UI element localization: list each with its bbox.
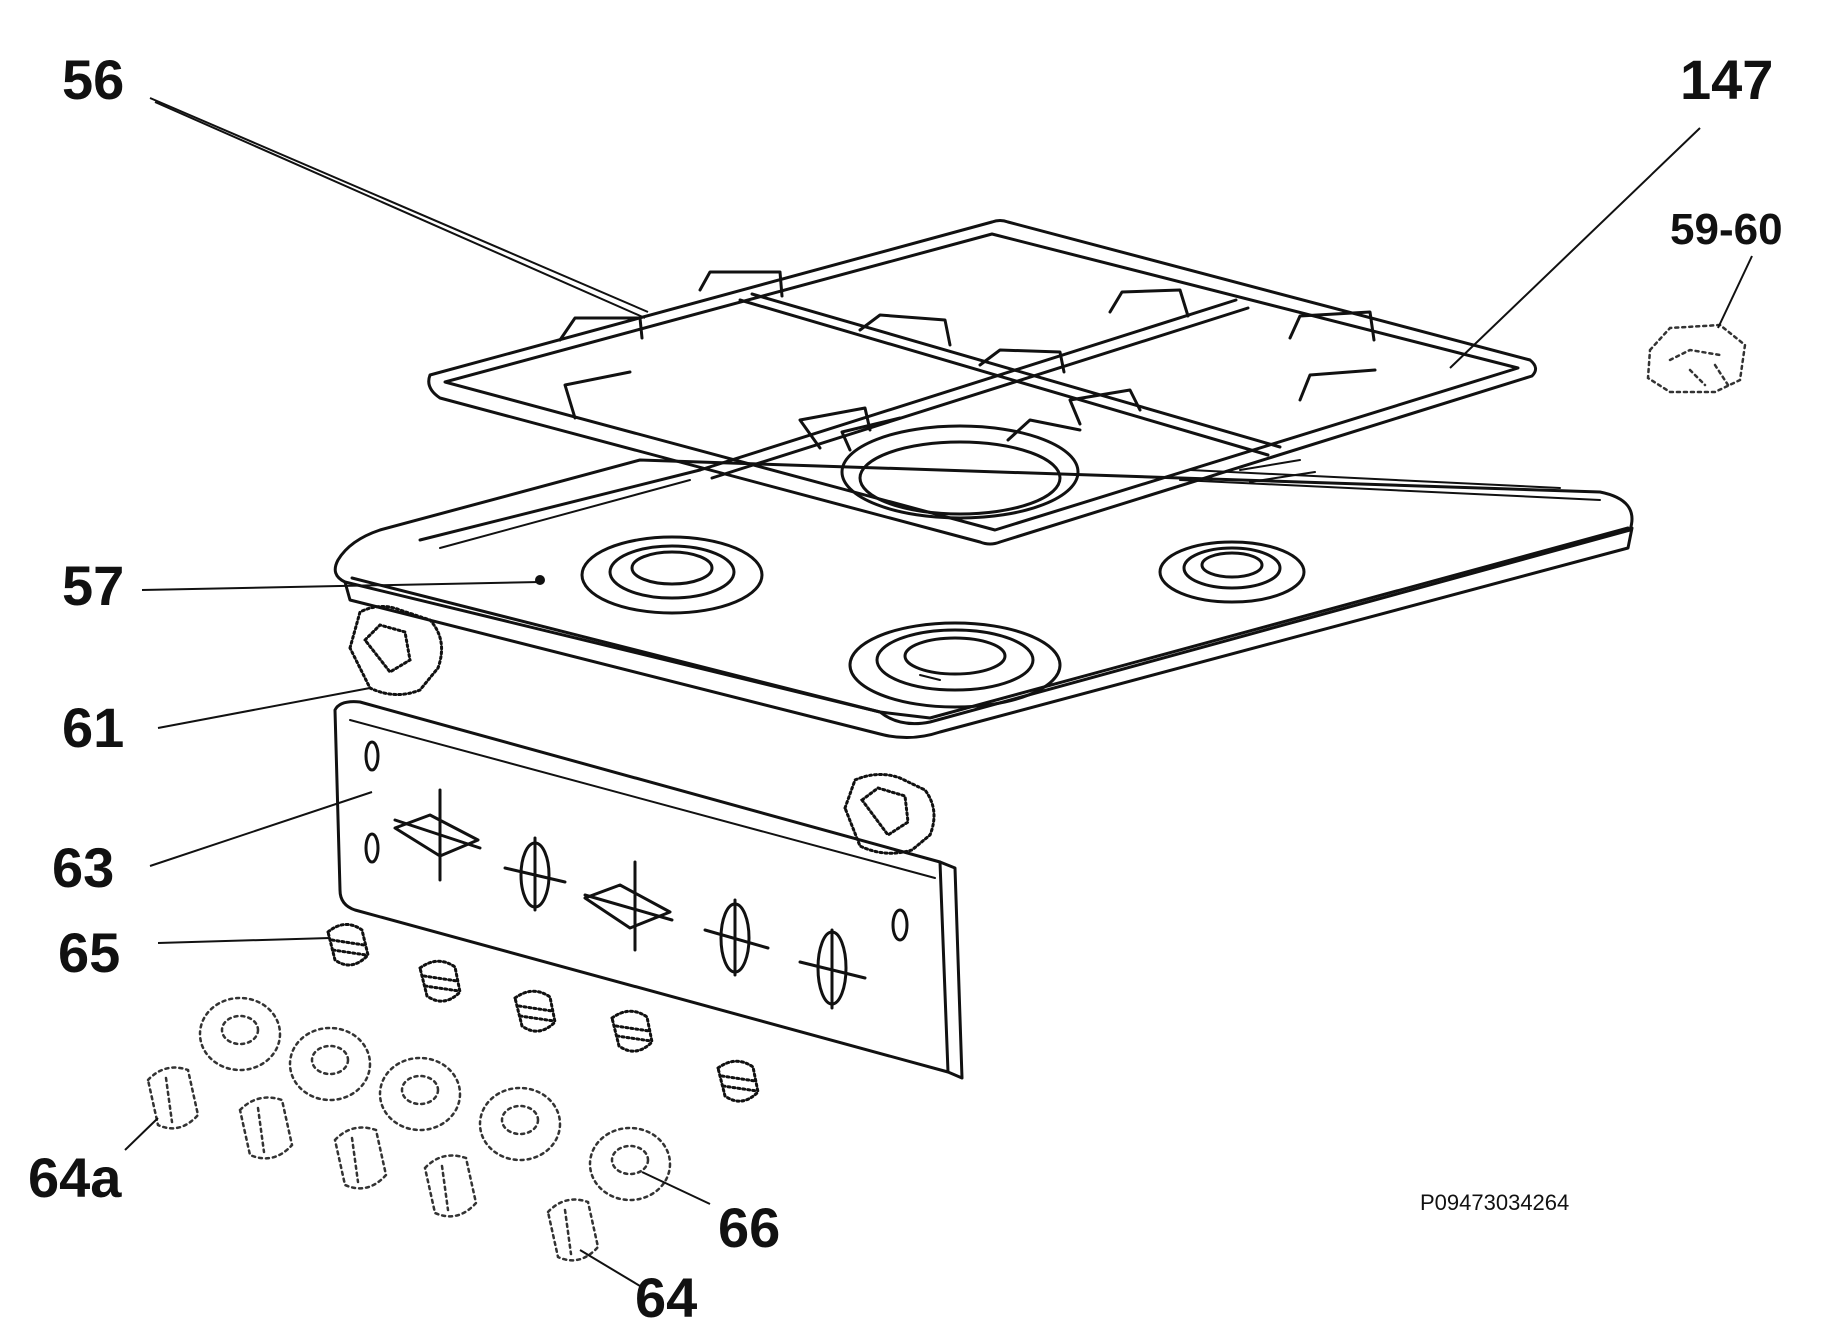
callout-57: 57 xyxy=(62,554,125,617)
ignition-module-right xyxy=(843,773,936,855)
callout-63: 63 xyxy=(52,836,115,899)
callout-59-60: 59-60 xyxy=(1670,205,1783,254)
callout-147: 147 xyxy=(1680,48,1774,111)
callout-56: 56 xyxy=(62,48,125,111)
burner-right xyxy=(1158,540,1306,604)
callout-64a: 64a xyxy=(28,1146,122,1209)
callout-66: 66 xyxy=(718,1196,781,1259)
knob-bezels xyxy=(198,996,672,1202)
control-knobs xyxy=(146,1066,600,1262)
burner-front-left xyxy=(580,535,764,615)
spare-part-59-60 xyxy=(1646,323,1747,394)
pan-support-grid xyxy=(427,219,1537,546)
callout-64: 64 xyxy=(635,1266,698,1329)
document-id: P09473034264 xyxy=(1420,1190,1570,1215)
knob-springs xyxy=(326,923,760,1103)
leader-lines xyxy=(124,97,1753,1287)
callout-61: 61 xyxy=(62,696,125,759)
callout-65: 65 xyxy=(58,921,121,984)
panel-markings xyxy=(393,788,867,1010)
hob-top-plate xyxy=(333,458,1634,739)
control-panel xyxy=(333,700,964,1080)
ignition-module-61 xyxy=(348,605,444,696)
burner-front-center xyxy=(848,621,1062,709)
